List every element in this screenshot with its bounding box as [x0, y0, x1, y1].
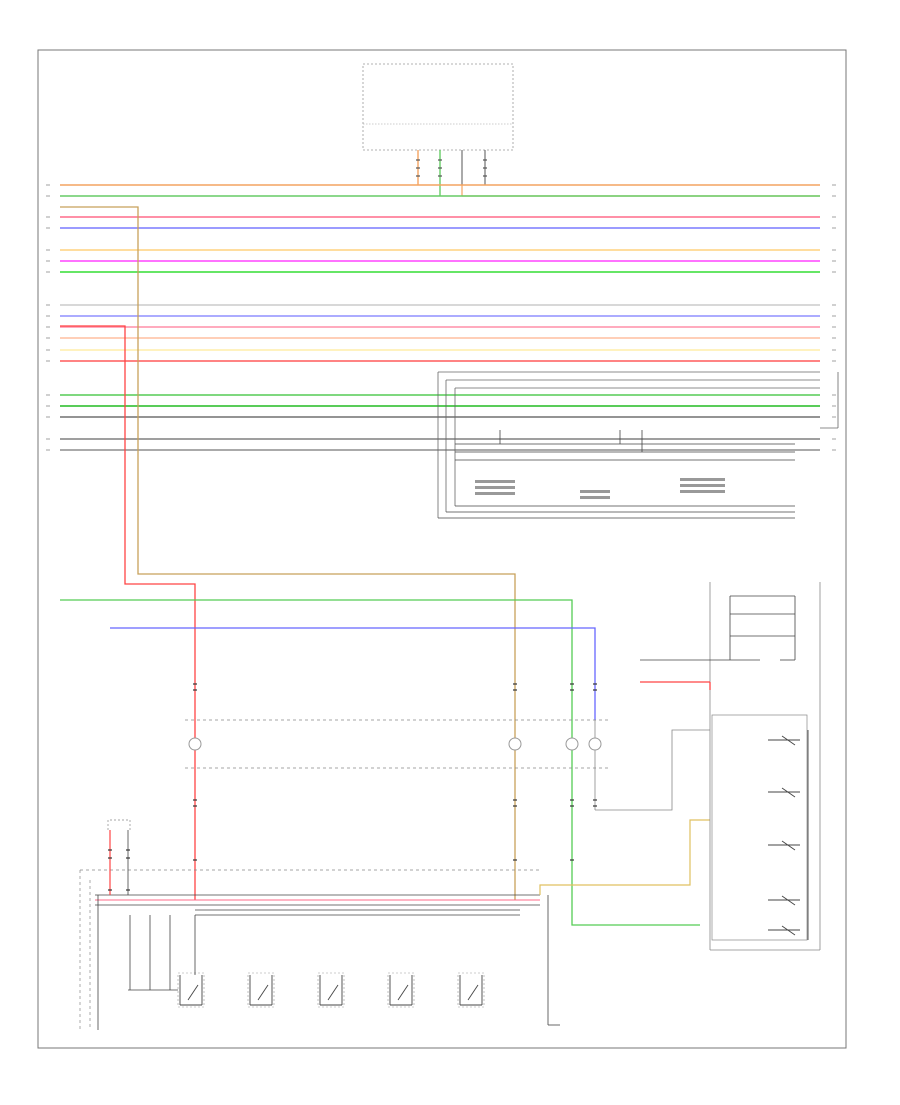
harness-wires	[46, 184, 836, 451]
top-module	[362, 63, 514, 151]
bottom-switch	[177, 972, 205, 1008]
dark-signal-lines	[438, 430, 795, 519]
splice-point	[188, 737, 202, 751]
connector-markers	[193, 683, 597, 861]
splice-points	[188, 737, 602, 751]
splice-point	[508, 737, 522, 751]
splice-point	[588, 737, 602, 751]
bottom-switch	[317, 972, 345, 1008]
bottom-switches	[128, 915, 485, 1008]
right-module	[640, 582, 821, 951]
top-module-drops	[416, 150, 820, 197]
right-mid-labels	[475, 478, 725, 499]
bottom-left-module	[107, 819, 131, 895]
right-bus-bracket	[437, 371, 839, 518]
vertical-trunks	[60, 206, 710, 926]
bottom-bus	[79, 819, 710, 1030]
bottom-switch	[457, 972, 485, 1008]
splice-dashed-lines	[185, 719, 610, 769]
bottom-switch	[247, 972, 275, 1008]
diagram-frame	[37, 49, 847, 1049]
top-module-box	[362, 63, 514, 151]
splice-point	[565, 737, 579, 751]
bottom-switch	[387, 972, 415, 1008]
